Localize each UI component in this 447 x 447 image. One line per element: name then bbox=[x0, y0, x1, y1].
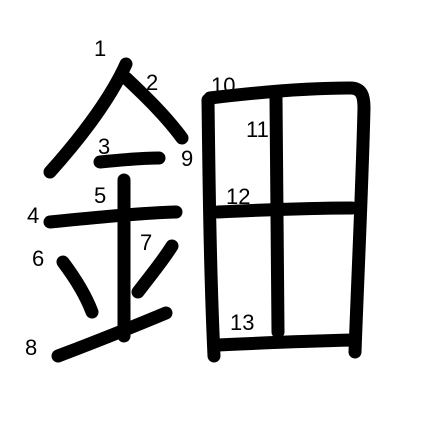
stroke-7 bbox=[131, 239, 179, 299]
stroke-number-6: 6 bbox=[32, 246, 44, 271]
stroke-4 bbox=[43, 205, 183, 229]
stroke-number-12: 12 bbox=[226, 184, 250, 209]
stroke-number-1: 1 bbox=[94, 36, 106, 61]
stroke-number-5: 5 bbox=[94, 183, 106, 208]
stroke-12 bbox=[211, 201, 359, 219]
stroke-number-7: 7 bbox=[140, 230, 152, 255]
stroke-6 bbox=[56, 255, 99, 319]
stroke-number-13: 13 bbox=[230, 310, 254, 335]
stroke-8 bbox=[51, 306, 173, 363]
stroke-13 bbox=[211, 333, 360, 352]
stroke-number-4: 4 bbox=[27, 203, 39, 228]
stroke-number-2: 2 bbox=[146, 70, 158, 95]
stroke-number-10: 10 bbox=[211, 73, 235, 98]
stroke-9 bbox=[201, 93, 221, 363]
stroke-number-9: 9 bbox=[181, 146, 193, 171]
stroke-3 bbox=[93, 151, 166, 169]
stroke-10 bbox=[203, 81, 371, 359]
stroke-11 bbox=[269, 91, 285, 339]
stroke-number-8: 8 bbox=[25, 335, 37, 360]
stroke-number-3: 3 bbox=[98, 134, 110, 159]
stroke-number-11: 11 bbox=[246, 117, 269, 142]
stroke-2 bbox=[119, 71, 189, 145]
